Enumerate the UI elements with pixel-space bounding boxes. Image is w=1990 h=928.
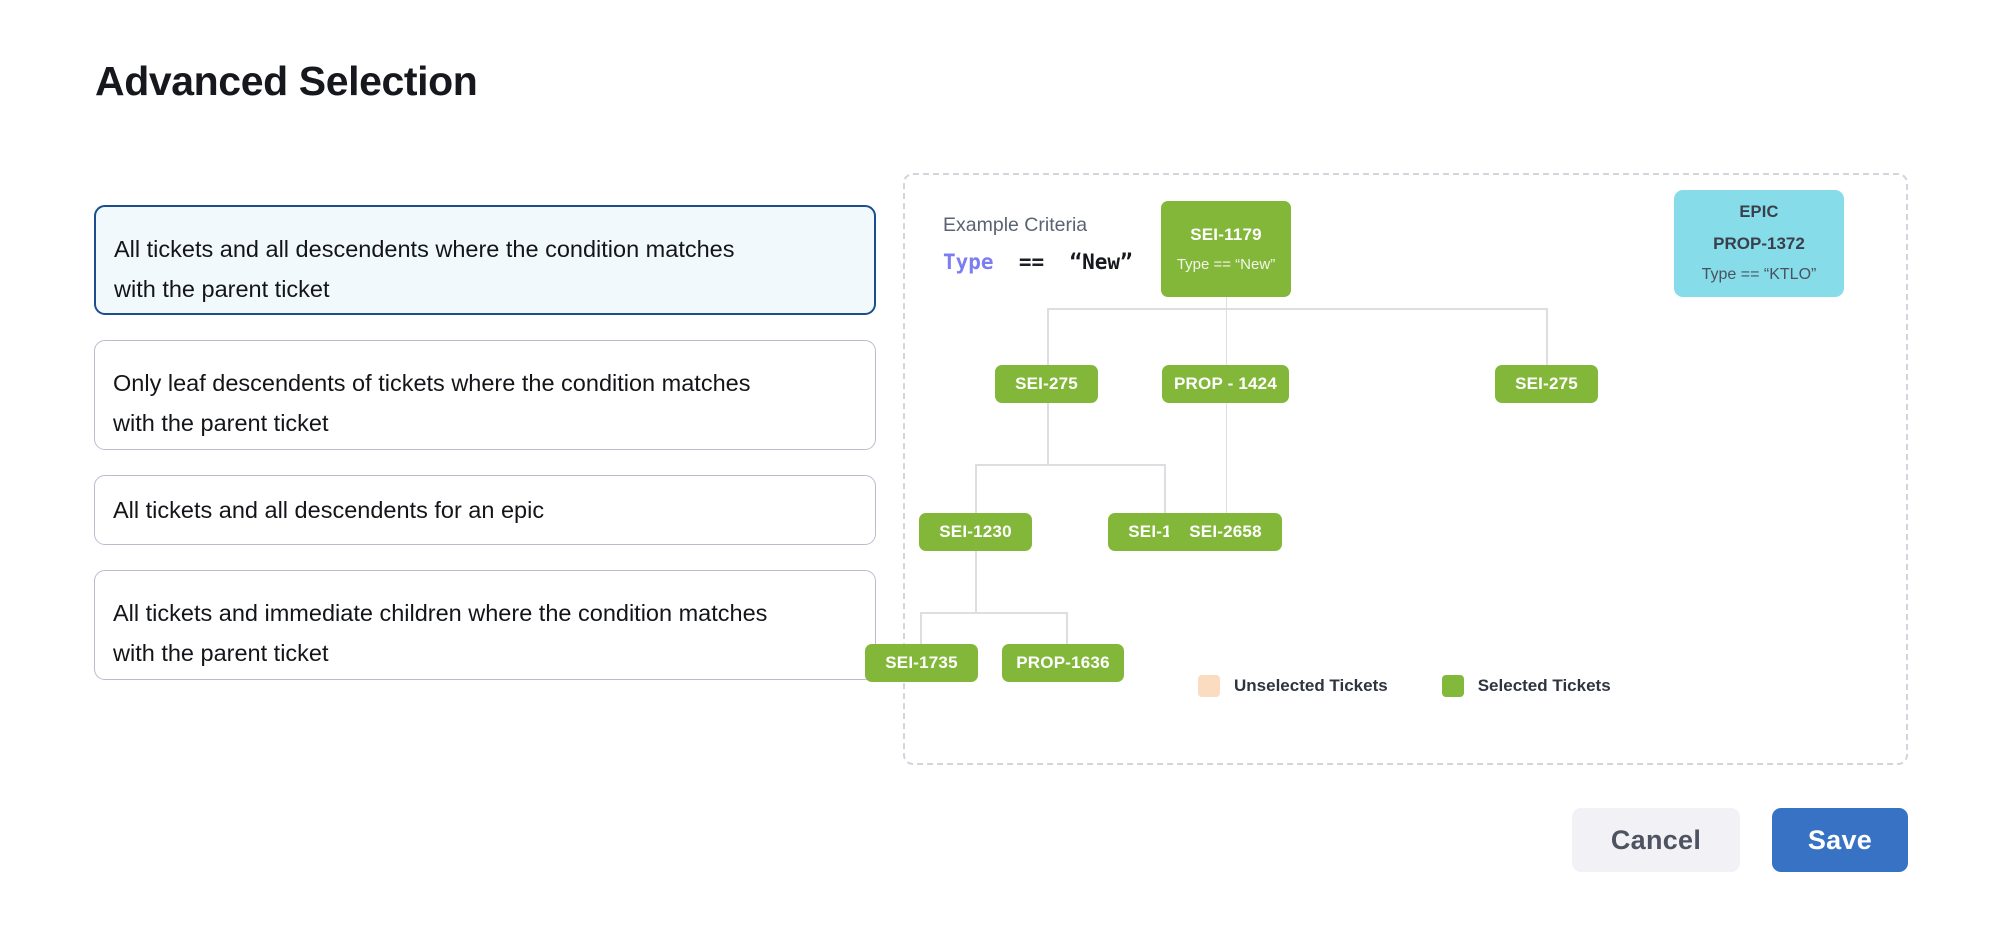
connector-row2-drop-left bbox=[1047, 308, 1049, 365]
node-subtitle: Type == “New” bbox=[1176, 256, 1276, 273]
legend-item-selected: Selected Tickets bbox=[1441, 675, 1611, 697]
criteria-title: Example Criteria bbox=[943, 214, 1088, 236]
node-id: PROP-1636 bbox=[1016, 653, 1110, 672]
connector-prop1424-stem bbox=[1225, 403, 1228, 513]
connector-row2-bus bbox=[1047, 308, 1547, 310]
node-id: PROP - 1424 bbox=[1174, 374, 1277, 393]
tree-node-sei-2658[interactable]: SEI-2658 bbox=[1169, 513, 1282, 551]
criteria-expression: Type == “New” bbox=[943, 250, 1133, 274]
tree-node-sei-1179[interactable]: SEI-1179 Type == “New” bbox=[1161, 201, 1291, 297]
connector-row2-drop-mid bbox=[1225, 308, 1228, 365]
selection-options-list: All tickets and all descendents where th… bbox=[94, 205, 876, 705]
node-id: SEI-1230 bbox=[939, 522, 1012, 541]
option-card-all-descendents-epic[interactable]: All tickets and all descendents for an e… bbox=[94, 475, 876, 545]
tree-node-sei-275-right[interactable]: SEI-275 bbox=[1495, 365, 1598, 403]
option-label: Only leaf descendents of tickets where t… bbox=[113, 370, 751, 436]
tree-node-sei-275-left[interactable]: SEI-275 bbox=[995, 365, 1098, 403]
cancel-button[interactable]: Cancel bbox=[1572, 808, 1740, 872]
example-diagram-panel: Example Criteria Type == “New” SEI-1179 … bbox=[865, 173, 1908, 765]
selected-swatch-icon bbox=[1441, 675, 1464, 697]
legend-label: Selected Tickets bbox=[1477, 676, 1611, 695]
tree-node-sei-1230[interactable]: SEI-1230 bbox=[919, 513, 1032, 551]
option-label: All tickets and all descendents where th… bbox=[114, 236, 735, 302]
save-button[interactable]: Save bbox=[1772, 808, 1908, 872]
node-kind: EPIC bbox=[1739, 203, 1779, 221]
node-id: SEI-1735 bbox=[885, 653, 958, 672]
node-id: SEI-2658 bbox=[1189, 522, 1262, 541]
legend-item-unselected: Unselected Tickets bbox=[1198, 675, 1388, 697]
unselected-swatch-icon bbox=[1198, 675, 1220, 697]
diagram-legend: Unselected Tickets Selected Tickets bbox=[1198, 675, 1611, 697]
option-label: All tickets and all descendents for an e… bbox=[113, 497, 545, 523]
node-id: PROP-1372 bbox=[1713, 234, 1805, 253]
node-id: SEI-275 bbox=[1015, 374, 1078, 393]
tree-node-prop-1636[interactable]: PROP-1636 bbox=[1002, 644, 1124, 682]
tree-node-sei-1735-row4[interactable]: SEI-1735 bbox=[865, 644, 978, 682]
connector-row4-drop-left bbox=[920, 612, 922, 657]
connector-row3-drop-left bbox=[975, 464, 977, 513]
node-id: SEI-275 bbox=[1515, 374, 1578, 393]
connector-row3-bus bbox=[975, 464, 1165, 466]
option-card-immediate-children-condition[interactable]: All tickets and immediate children where… bbox=[94, 570, 876, 680]
tree-node-prop-1424[interactable]: PROP - 1424 bbox=[1162, 365, 1289, 403]
connector-sei1230-stem bbox=[975, 549, 977, 613]
connector-row2-drop-right bbox=[1546, 308, 1548, 365]
option-card-all-descendents-condition[interactable]: All tickets and all descendents where th… bbox=[94, 205, 876, 315]
connector-sei275-stem bbox=[1047, 403, 1049, 465]
dialog-footer: Cancel Save bbox=[1572, 808, 1908, 872]
legend-label: Unselected Tickets bbox=[1234, 676, 1388, 695]
option-card-leaf-descendents-condition[interactable]: Only leaf descendents of tickets where t… bbox=[94, 340, 876, 450]
page-title: Advanced Selection bbox=[95, 58, 478, 104]
connector-row4-bus bbox=[920, 612, 1067, 614]
criteria-value: “New” bbox=[1069, 250, 1133, 274]
tree-node-epic-prop-1372[interactable]: EPIC PROP-1372 Type == “KTLO” bbox=[1674, 190, 1844, 297]
option-label: All tickets and immediate children where… bbox=[113, 600, 768, 666]
connector-row3-drop-right bbox=[1164, 464, 1166, 513]
connector-row4-drop-right bbox=[1066, 612, 1068, 657]
criteria-operator: == bbox=[1018, 250, 1045, 274]
node-id: SEI-1179 bbox=[1190, 225, 1262, 244]
criteria-keyword: Type bbox=[943, 250, 994, 274]
node-subtitle: Type == “KTLO” bbox=[1701, 266, 1817, 283]
